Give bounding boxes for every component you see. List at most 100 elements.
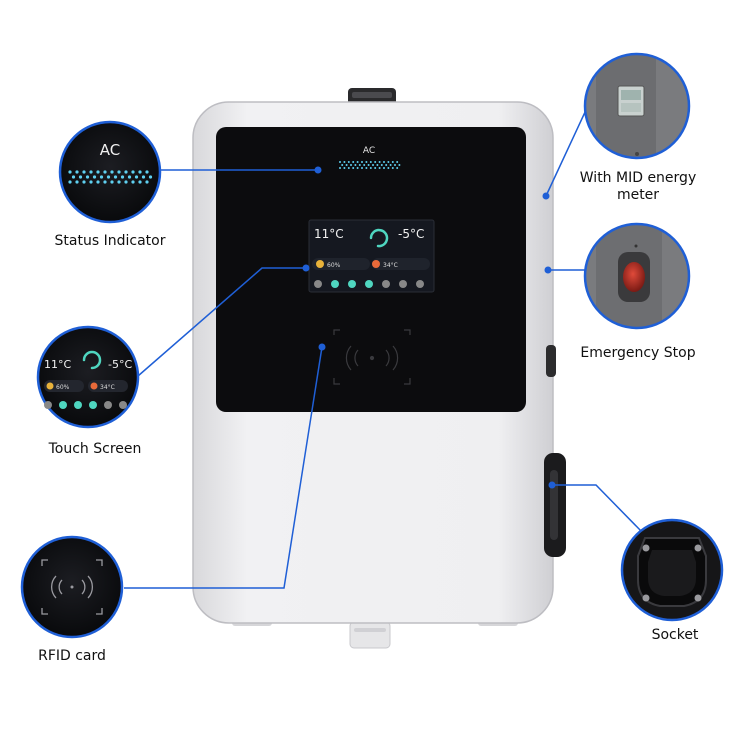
led-dot — [376, 164, 379, 166]
leader-lines — [124, 109, 643, 589]
led-dot — [117, 170, 121, 174]
led-dot — [124, 180, 128, 184]
led-dot — [347, 161, 350, 163]
led-dot — [341, 164, 344, 166]
screen-icon — [365, 280, 373, 288]
led-dot — [339, 167, 341, 169]
zoom-status-indicator: AC — [58, 120, 162, 224]
screen-icon — [348, 280, 356, 288]
led-dot — [378, 167, 381, 169]
led-dot — [383, 167, 385, 169]
led-dot — [89, 180, 93, 184]
label-touch-screen: Touch Screen — [48, 441, 142, 457]
led-dot — [131, 170, 135, 174]
led-dot — [374, 167, 377, 169]
led-dot — [68, 180, 72, 184]
led-dot — [138, 170, 142, 174]
led-dot — [78, 175, 83, 179]
label-socket: Socket — [651, 627, 699, 643]
led-dot — [138, 180, 142, 184]
label-emergency-stop: Emergency Stop — [580, 345, 696, 361]
zoom-stat-b: 34°C — [100, 384, 115, 391]
touch-screen-display[interactable]: 11°C -5°C 60% 34°C — [308, 219, 435, 293]
led-dot — [145, 170, 149, 174]
led-dot — [369, 167, 372, 169]
led-dot — [358, 164, 361, 166]
screen-icon — [331, 280, 339, 288]
screen-icon — [104, 401, 112, 409]
zoom-emergency-stop — [583, 222, 691, 330]
side-emergency-knob — [546, 345, 556, 377]
led-dot — [361, 167, 363, 169]
led-dot — [361, 161, 363, 163]
led-dot — [339, 161, 341, 163]
led-dot — [347, 167, 350, 169]
screen-progress-ring — [369, 228, 389, 248]
zoom-rfid-card — [20, 535, 124, 639]
led-dot — [117, 180, 121, 184]
led-dot — [380, 164, 383, 166]
screen-icon — [89, 401, 97, 409]
led-dot — [343, 161, 346, 163]
led-dot — [396, 167, 399, 169]
led-dot — [96, 170, 100, 174]
led-dot — [356, 167, 359, 169]
led-dot — [350, 164, 352, 166]
led-dot — [92, 175, 97, 179]
led-dot — [99, 175, 104, 179]
led-dot — [394, 164, 396, 166]
led-dot — [363, 164, 366, 166]
zoom-touch-screen: 11°C -5°C 60% 34°C — [36, 325, 140, 429]
led-dot — [106, 175, 111, 179]
led-dot — [391, 167, 394, 169]
led-dot — [343, 167, 346, 169]
led-dot — [372, 164, 374, 166]
led-dot — [345, 164, 348, 166]
led-dot — [387, 167, 390, 169]
label-mid-meter-line2: meter — [616, 187, 660, 203]
label-mid-meter-line1: With MID energy — [579, 170, 697, 186]
zoom-ac-text: AC — [100, 141, 120, 159]
led-dot — [82, 180, 86, 184]
screen-icon — [59, 401, 67, 409]
led-dot — [352, 161, 355, 163]
led-dot — [113, 175, 118, 179]
led-dot — [356, 161, 359, 163]
screen-icon — [44, 401, 52, 409]
bottom-cable-gland — [349, 621, 391, 649]
screen-temp-left: 11°C — [314, 227, 344, 241]
led-dot — [68, 170, 72, 174]
led-dot — [103, 180, 107, 184]
zoom-temp-right: -5°C — [108, 358, 132, 371]
zoom-mid-energy-meter — [583, 52, 691, 160]
led-dot — [396, 161, 399, 163]
led-dot — [96, 180, 100, 184]
led-dot — [71, 175, 76, 179]
led-dot — [127, 175, 132, 179]
led-dot — [148, 175, 153, 179]
led-dot — [110, 170, 114, 174]
screen-icon — [74, 401, 82, 409]
led-dot — [120, 175, 125, 179]
label-rfid-card: RFID card — [38, 648, 106, 664]
charger-unit: AC 11°C -5°C 60% 34°C — [192, 88, 566, 649]
screen-icon — [399, 280, 407, 288]
led-dot — [82, 170, 86, 174]
led-dot — [89, 170, 93, 174]
led-dot — [75, 180, 79, 184]
led-dot — [369, 161, 372, 163]
led-dot — [354, 164, 357, 166]
zoom-socket — [620, 518, 724, 622]
led-dot — [365, 167, 368, 169]
label-status-indicator: Status Indicator — [54, 233, 166, 249]
led-dot — [378, 161, 381, 163]
zoom-stat-a: 60% — [56, 384, 70, 391]
screen-icon — [119, 401, 127, 409]
panel-rfid-reader[interactable] — [333, 329, 411, 385]
status-led-strip — [339, 161, 401, 169]
led-dot — [134, 175, 139, 179]
led-dot — [374, 161, 377, 163]
led-dot — [398, 164, 401, 166]
led-dot — [385, 164, 388, 166]
led-dot — [141, 175, 146, 179]
